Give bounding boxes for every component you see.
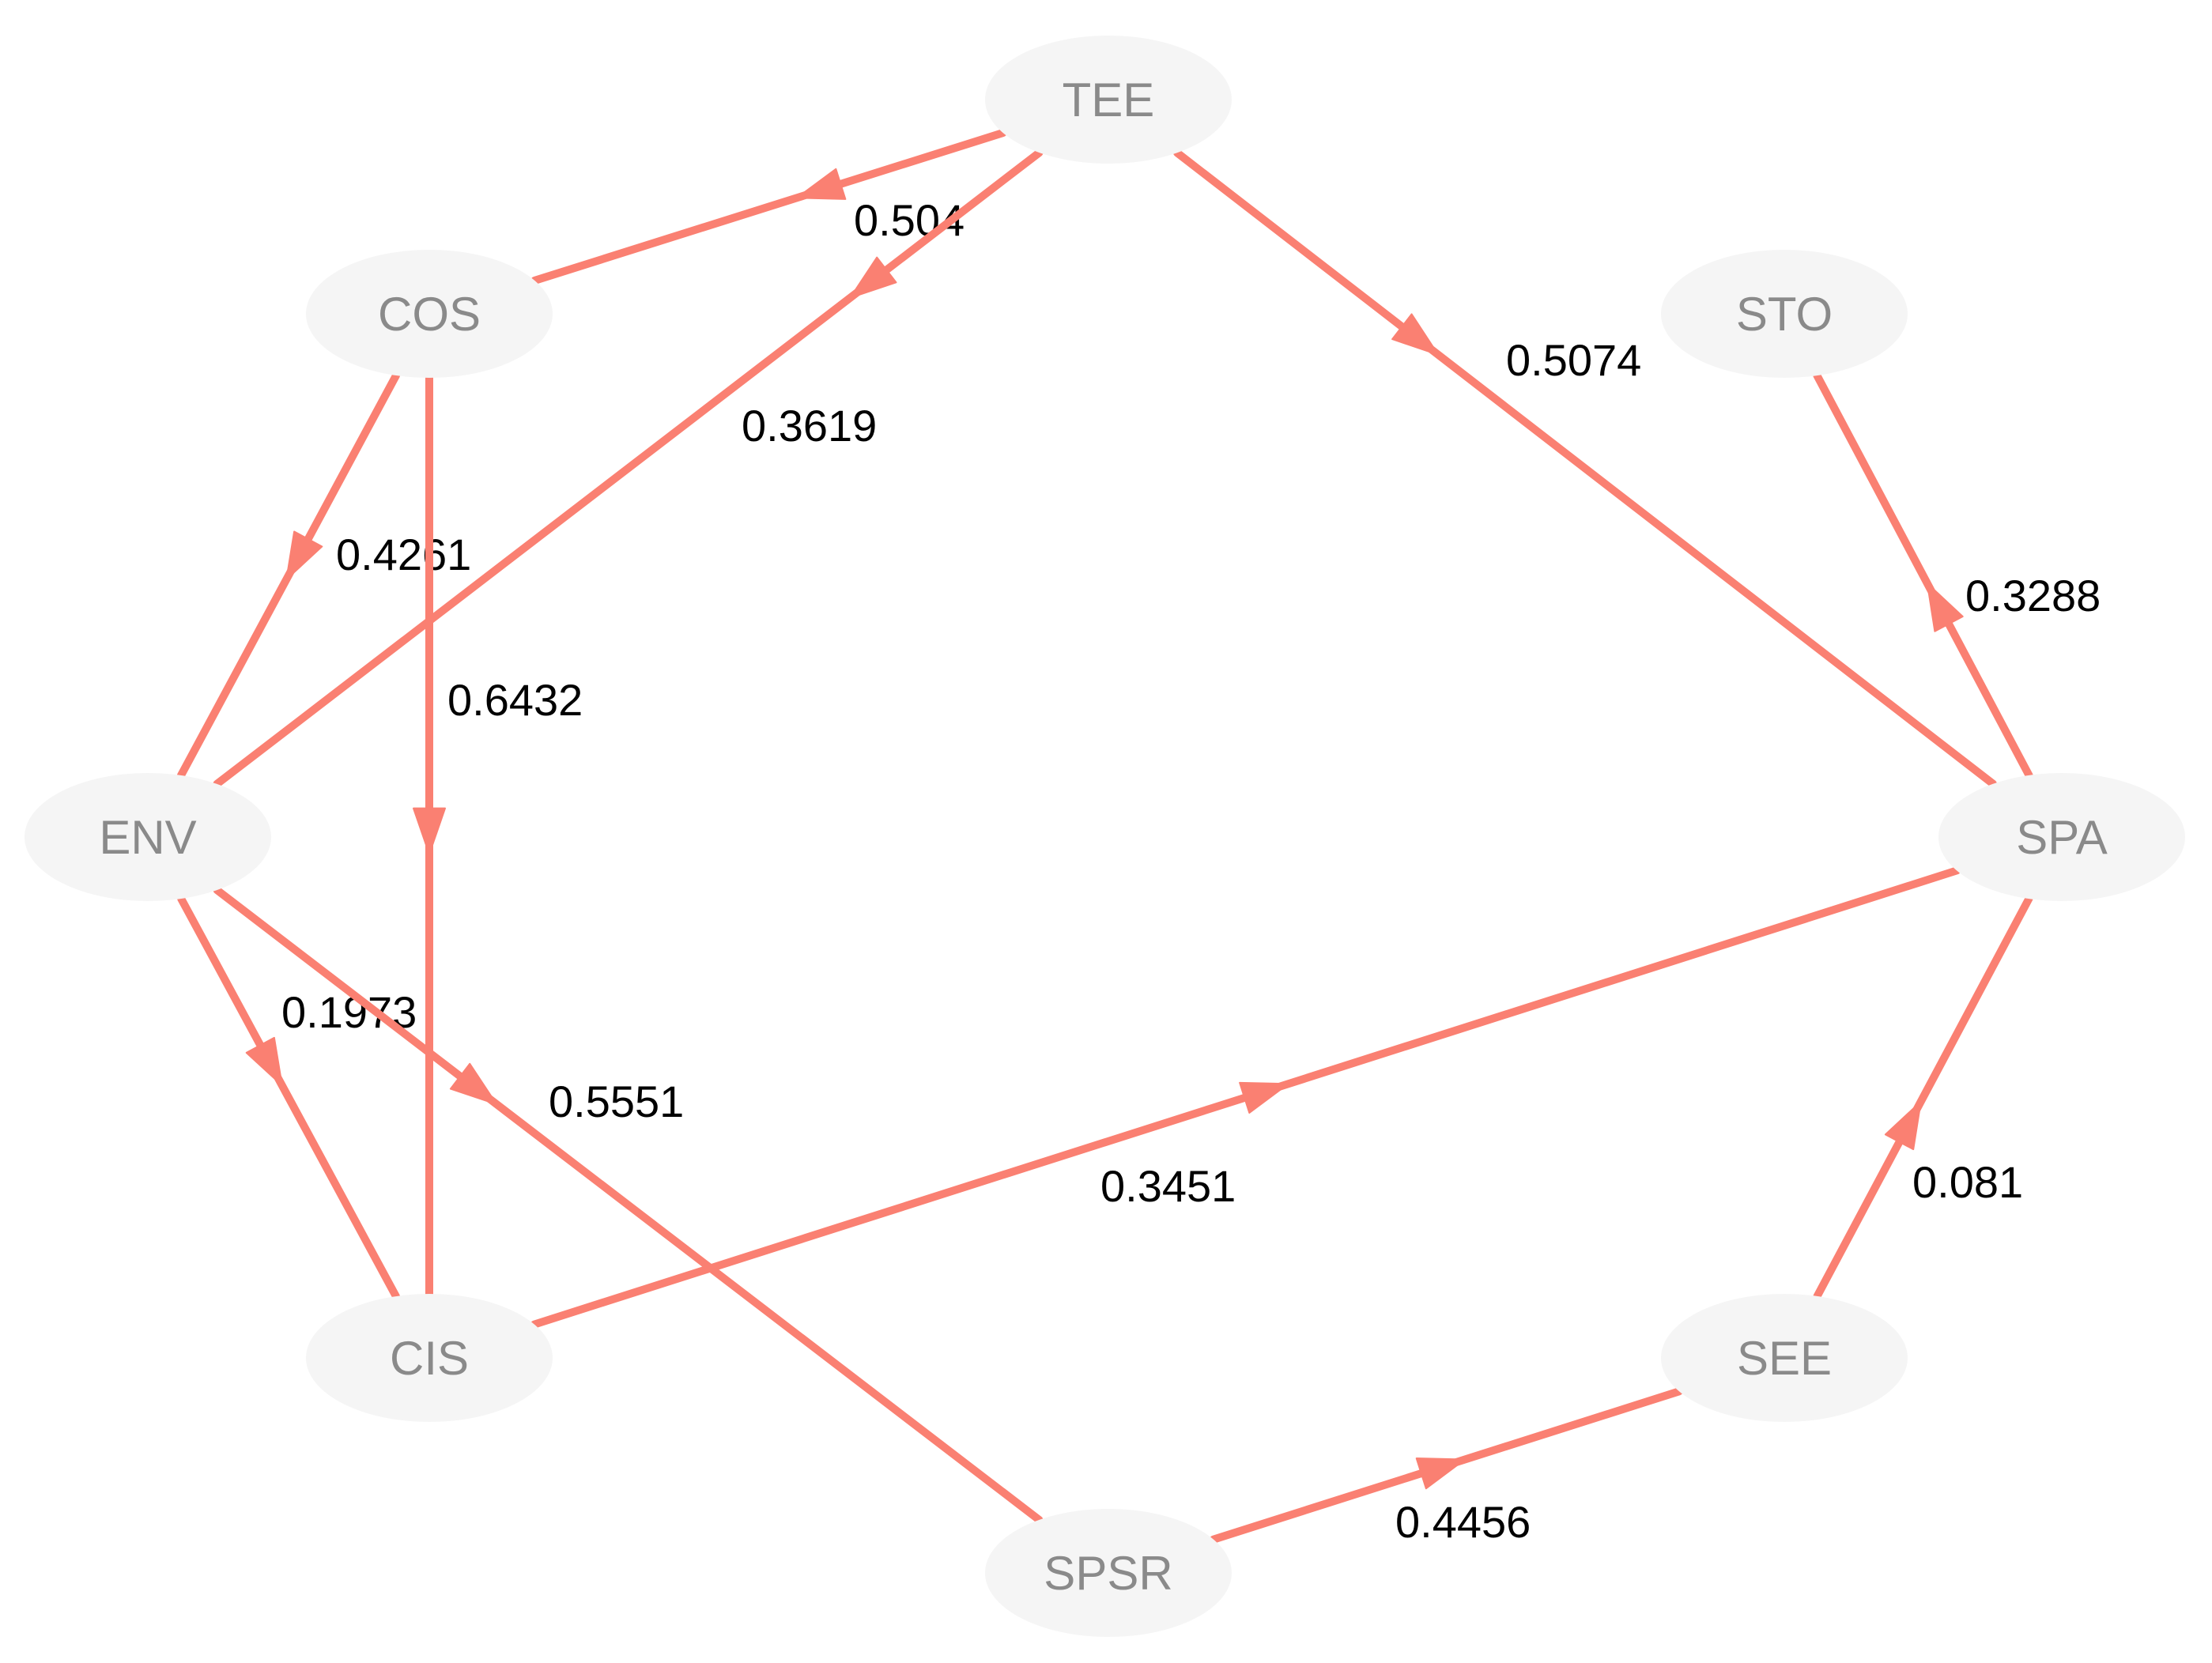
arrowhead-icon [1926, 583, 1964, 632]
node-tee: TEE [985, 36, 1232, 164]
edge-weight-label: 0.5551 [549, 1077, 684, 1126]
edge-weight-label: 0.081 [1912, 1157, 2023, 1207]
node-ellipse [1938, 773, 2185, 901]
node-ellipse [985, 1509, 1232, 1637]
arrowhead-icon [1415, 1457, 1466, 1490]
edges-layer: 0.504 0.3619 0.5074 0.4261 0.6432 0.3288 0.197… [176, 129, 2101, 1547]
edge-tee-cos: 0.504 [530, 129, 1007, 285]
arrowhead-icon [1239, 1081, 1289, 1114]
edge-line [1813, 371, 2033, 779]
arrowhead-icon [449, 1062, 498, 1105]
node-ellipse [985, 36, 1232, 164]
node-cis: CIS [306, 1294, 553, 1422]
edge-weight-label: 0.3288 [1965, 571, 2101, 620]
edge-line [1813, 895, 2033, 1300]
edge-cos-cis: 0.6432 [413, 374, 583, 1298]
edge-line [213, 149, 1044, 788]
node-label: SEE [1737, 1332, 1832, 1385]
node-ellipse [1661, 250, 1908, 378]
edge-weight-label: 0.5074 [1506, 335, 1641, 385]
node-spsr: SPSR [985, 1509, 1232, 1637]
arrowhead-icon [285, 530, 323, 581]
node-ellipse [1661, 1294, 1908, 1422]
edge-spsr-see: 0.4456 [1210, 1387, 1683, 1547]
node-label: TEE [1063, 74, 1155, 126]
edge-line [213, 886, 1044, 1524]
edge-weight-label: 0.6432 [447, 675, 583, 725]
node-label: SPA [2016, 811, 2108, 864]
arrowhead-icon [1884, 1100, 1922, 1151]
edge-line [530, 129, 1007, 285]
edge-line [177, 894, 400, 1301]
node-env: ENV [25, 773, 271, 901]
arrowhead-icon [849, 256, 897, 299]
node-see: SEE [1661, 1294, 1908, 1422]
node-ellipse [306, 250, 553, 378]
node-spa: SPA [1938, 773, 2185, 901]
node-ellipse [25, 773, 271, 901]
edge-tee-spa: 0.5074 [1172, 149, 1998, 788]
node-cos: COS [306, 250, 553, 378]
node-sto: STO [1661, 250, 1908, 378]
edge-weight-label: 0.4456 [1395, 1497, 1531, 1547]
nodes-layer: TEE COS STO ENV SPA CIS SEE SPSR [25, 36, 2185, 1637]
arrowhead-icon [245, 1036, 283, 1087]
node-label: STO [1736, 288, 1833, 341]
arrowhead-icon [1391, 313, 1440, 356]
edge-see-spa: 0.081 [1813, 895, 2033, 1300]
edge-spa-sto: 0.3288 [1813, 371, 2101, 779]
edge-env-cis: 0.1973 [177, 894, 417, 1301]
edge-cis-spa: 0.3451 [530, 866, 1961, 1329]
edge-tee-env: 0.3619 [213, 149, 1044, 788]
edge-cos-env: 0.4261 [176, 371, 471, 779]
edge-weight-label: 0.3451 [1100, 1161, 1236, 1211]
edge-weight-label: 0.3619 [742, 401, 877, 451]
node-label: COS [378, 288, 481, 341]
edge-weight-label: 0.4261 [336, 530, 471, 579]
node-label: ENV [99, 811, 196, 864]
edge-line [1172, 149, 1998, 788]
node-ellipse [306, 1294, 553, 1422]
node-label: SPSR [1044, 1547, 1172, 1600]
arrowhead-icon [413, 807, 446, 855]
node-label: CIS [390, 1332, 469, 1385]
edge-env-spsr: 0.5551 [213, 886, 1044, 1524]
arrowhead-icon [796, 168, 847, 200]
